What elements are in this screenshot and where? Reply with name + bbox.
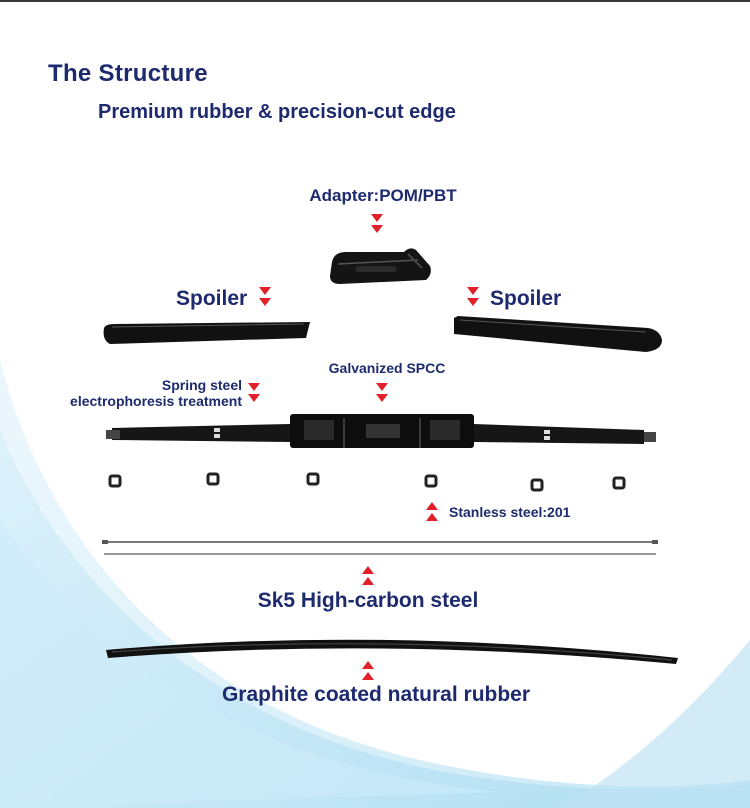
arrow-up-rubber-icon	[361, 658, 375, 684]
steel-strips-part	[100, 536, 662, 562]
spoiler-left-part	[100, 318, 314, 350]
arrow-up-sk5-icon	[361, 563, 375, 589]
clip-3	[308, 474, 318, 484]
clip-5	[532, 480, 542, 490]
clip-1	[110, 476, 120, 486]
label-stainless: Stanless steel:201	[449, 505, 570, 519]
spoiler-right-part	[450, 312, 666, 356]
page-subtitle: Premium rubber & precision-cut edge	[98, 101, 456, 124]
adapter-part	[326, 244, 436, 290]
steel-frame-part	[104, 410, 660, 460]
arrow-down-spoiler-right-icon	[466, 285, 480, 311]
label-sk5: Sk5 High-carbon steel	[218, 590, 518, 611]
label-rubber: Graphite coated natural rubber	[176, 684, 576, 705]
clip-4	[426, 476, 436, 486]
rubber-blade-part	[102, 632, 682, 668]
label-galvanized: Galvanized SPCC	[300, 361, 474, 375]
arrow-down-galvanized-icon	[375, 381, 389, 407]
label-spoiler-right: Spoiler	[490, 288, 561, 309]
arrow-down-adapter-icon	[370, 212, 384, 238]
label-electrophoresis: electrophoresis treatment	[40, 394, 242, 408]
label-spoiler-left: Spoiler	[176, 288, 247, 309]
clip-2	[208, 474, 218, 484]
arrow-up-stainless-icon	[425, 499, 439, 525]
arrow-down-spoiler-left-icon	[258, 285, 272, 311]
page-title: The Structure	[48, 60, 208, 88]
clip-6	[614, 478, 624, 488]
label-adapter: Adapter:POM/PBT	[290, 187, 476, 204]
label-spring-steel: Spring steel	[100, 378, 242, 392]
arrow-down-spring-steel-icon	[247, 381, 261, 407]
clips-row	[104, 470, 634, 496]
